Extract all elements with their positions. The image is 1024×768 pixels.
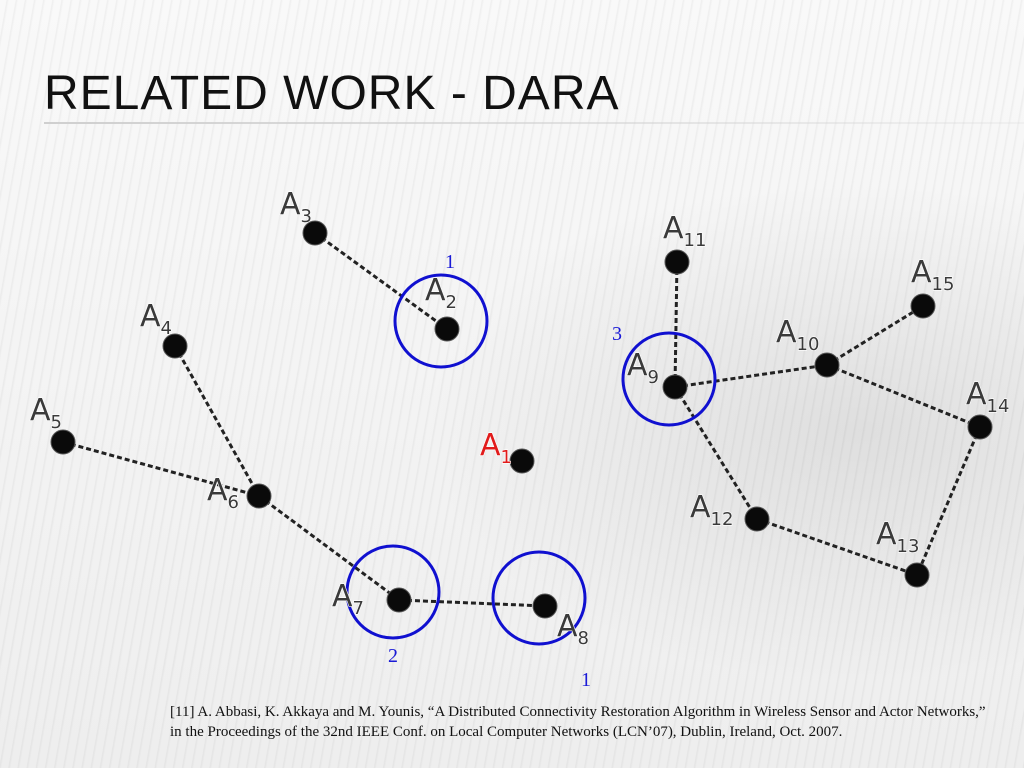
node-a13 [904,562,930,588]
node-a9 [662,374,688,400]
edge-a4-a6 [173,345,261,497]
node-label-a8: A8 [557,609,589,649]
node-label-a3: A3 [280,187,312,227]
node-label-a11: A11 [663,211,706,251]
edge-a10-a14 [826,363,981,429]
node-a5 [50,429,76,455]
edges-layer [62,231,982,608]
node-label-a2: A2 [425,273,457,313]
edge-a6-a7 [258,494,400,602]
nodes-layer [50,220,993,619]
node-a10 [814,352,840,378]
node-label-a15: A15 [911,255,954,295]
node-a4 [162,333,188,359]
edge-a11-a9 [673,261,679,388]
node-label-a10: A10 [776,315,819,355]
node-a12 [744,506,770,532]
node-a11 [664,249,690,275]
node-label-a9: A9 [627,348,659,388]
slide-title: RELATED WORK - DARA [44,67,620,120]
edge-a5-a6 [62,440,260,498]
node-a3 [302,220,328,246]
highlight-circle-a8 [491,550,587,646]
highlight-circle-a2 [393,273,489,369]
node-label-a13: A13 [876,517,919,557]
node-a1 [509,448,535,474]
node-label-a4: A4 [140,299,172,339]
highlight-circle-a9 [621,331,717,427]
node-a8 [532,593,558,619]
edge-a9-a10 [674,363,828,389]
edge-a14-a13 [915,426,982,576]
node-label-a7: A7 [332,579,364,619]
highlight-layer: 1 2 1 3 [345,251,717,691]
node-label-a12: A12 [690,490,733,530]
node-label-a6: A6 [207,473,239,513]
edge-a10-a15 [826,304,924,367]
degree-label-a9: 3 [612,323,622,345]
edge-a3-a2 [314,231,448,331]
node-a2 [434,316,460,342]
edge-a7-a8 [398,598,546,608]
node-a15 [910,293,936,319]
node-a7 [386,587,412,613]
highlight-circle-a7 [345,544,441,640]
title-underline [44,122,1024,124]
edge-a9-a12 [673,386,759,520]
edge-a12-a13 [756,517,918,577]
node-label-a14: A14 [966,377,1009,417]
degree-label-a8: 1 [581,669,591,691]
node-label-a1: A1 [480,428,512,468]
degree-label-a2: 1 [445,251,455,273]
node-label-a5: A5 [30,393,62,433]
degree-label-a7: 2 [388,645,398,667]
citation-text: [11] A. Abbasi, K. Akkaya and M. Younis,… [170,704,986,740]
node-a6 [246,483,272,509]
node-a14 [967,414,993,440]
